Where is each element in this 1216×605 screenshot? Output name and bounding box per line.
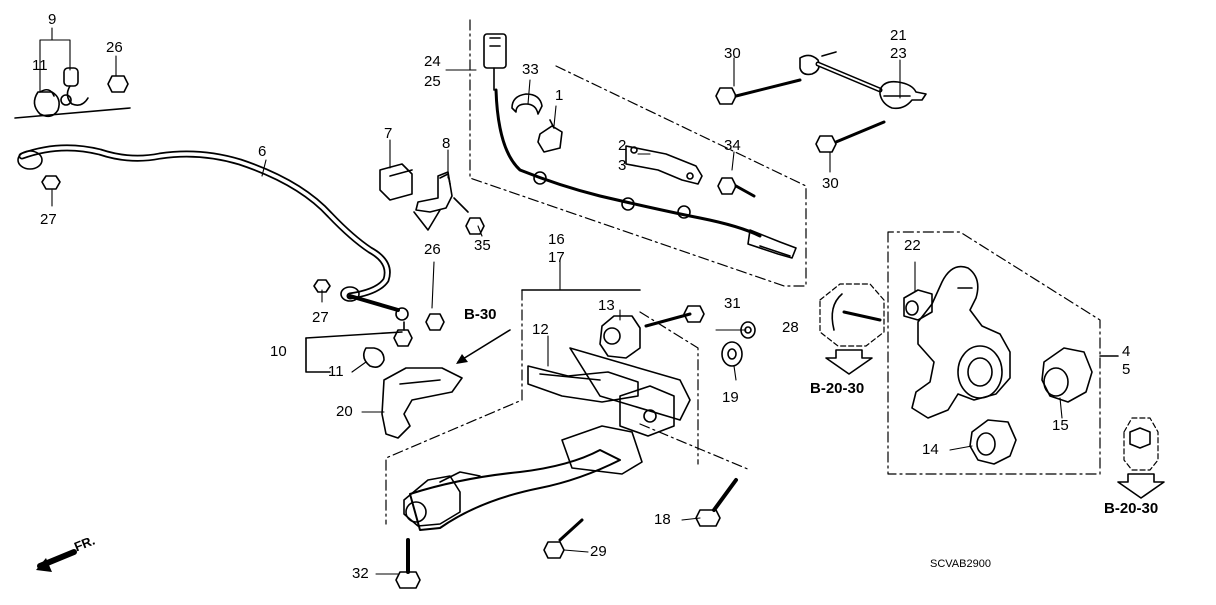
label-part-27-left: 27 <box>40 211 57 228</box>
label-part-27-mid: 27 <box>312 309 329 326</box>
label-part-31: 31 <box>724 295 741 312</box>
label-part-30-bottom: 30 <box>822 175 839 192</box>
label-part-22: 22 <box>904 237 921 254</box>
label-part-32: 32 <box>352 565 369 582</box>
stabilizer-link <box>313 279 445 368</box>
label-part-24: 24 <box>424 53 441 70</box>
label-part-14: 14 <box>922 441 939 458</box>
label-part-18: 18 <box>654 511 671 528</box>
b30-arrow <box>457 329 511 363</box>
stabilizer-bushing <box>379 163 413 201</box>
label-part-28: 28 <box>782 319 799 336</box>
upper-arm-group <box>715 51 927 153</box>
label-part-10: 10 <box>270 343 287 360</box>
ref-box-mid <box>819 283 885 375</box>
ref-b20-30-mid[interactable]: B-20-30 <box>810 380 865 397</box>
label-part-21: 21 <box>890 27 907 44</box>
lower-arm-group <box>305 289 756 589</box>
knuckle-group <box>887 231 1119 475</box>
flange-nut-left <box>41 175 61 190</box>
label-part-13: 13 <box>598 297 615 314</box>
wheel-sensor-group <box>469 19 807 287</box>
label-part-16: 16 <box>548 231 565 248</box>
label-part-30-top: 30 <box>724 45 741 62</box>
label-part-15: 15 <box>1052 417 1069 434</box>
label-part-26-top: 26 <box>106 39 123 56</box>
label-part-23: 23 <box>890 45 907 62</box>
ref-box-right <box>1117 417 1165 499</box>
diagram-code: SCVAB2900 <box>930 558 991 570</box>
ref-b20-30-right[interactable]: B-20-30 <box>1104 500 1159 517</box>
front-arrow <box>36 549 77 572</box>
label-part-26-mid: 26 <box>424 241 441 258</box>
label-part-11-top: 11 <box>32 57 48 74</box>
stabilizer-bar <box>17 144 391 302</box>
label-part-35: 35 <box>474 237 491 254</box>
ref-b30[interactable]: B-30 <box>464 306 497 323</box>
label-part-4: 4 <box>1122 343 1131 360</box>
label-part-6: 6 <box>258 143 267 160</box>
label-part-20: 20 <box>336 403 353 420</box>
bracket-20 <box>381 367 463 439</box>
label-part-25: 25 <box>424 73 441 90</box>
label-part-29: 29 <box>590 543 607 560</box>
label-part-2: 2 <box>618 137 627 154</box>
label-part-17: 17 <box>548 249 565 266</box>
label-part-9: 9 <box>48 11 57 28</box>
label-part-7: 7 <box>384 125 393 142</box>
label-part-34: 34 <box>724 137 741 154</box>
label-part-8: 8 <box>442 135 451 152</box>
label-part-1: 1 <box>555 87 564 104</box>
label-part-33: 33 <box>522 61 539 78</box>
label-part-11-mid: 11 <box>328 363 344 380</box>
label-part-19: 19 <box>722 389 739 406</box>
label-part-3: 3 <box>618 157 627 174</box>
label-part-5: 5 <box>1122 361 1131 378</box>
stabilizer-holder-assembly <box>14 67 131 119</box>
leader-lines <box>39 27 1063 575</box>
label-part-12: 12 <box>532 321 549 338</box>
bushing-holder <box>413 171 485 235</box>
